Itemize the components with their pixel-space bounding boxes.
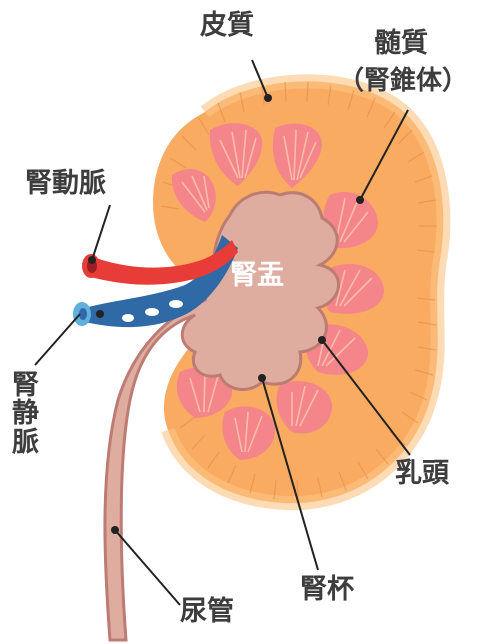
label-renal-pelvis: 腎盂 xyxy=(230,262,284,289)
label-calyx: 腎杯 xyxy=(300,576,354,603)
label-renal-vein-char: 静 xyxy=(12,400,39,428)
label-medulla: 髄質 xyxy=(348,30,454,57)
label-renal-vein-char: 腎 xyxy=(12,372,39,400)
label-cortex: 皮質 xyxy=(200,12,254,39)
label-renal-vein-char: 脈 xyxy=(12,429,39,457)
label-medulla-sub: （腎錐体） xyxy=(338,68,468,94)
label-ureter: 尿管 xyxy=(180,598,234,625)
label-renal-vein: 腎 静 脈 xyxy=(12,372,39,457)
label-papilla: 乳頭 xyxy=(395,460,449,487)
label-renal-artery: 腎動脈 xyxy=(25,170,106,197)
